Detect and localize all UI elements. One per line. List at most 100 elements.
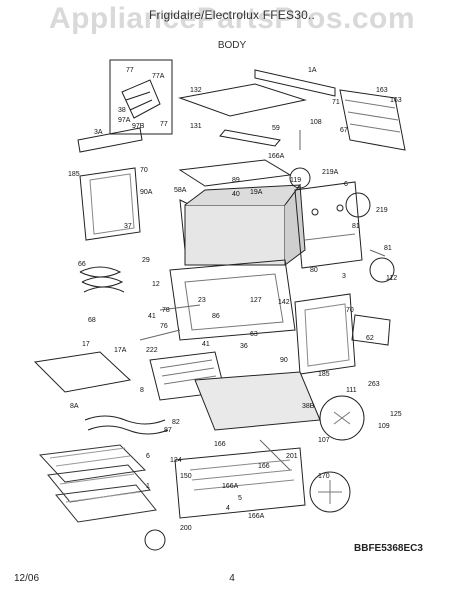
part-label: 63 — [250, 331, 258, 338]
detail-circle-219A — [345, 192, 371, 218]
part-label: 41 — [202, 341, 210, 348]
part-label: 81 — [384, 245, 392, 252]
part-label: 23 — [198, 297, 206, 304]
part-label: 166A — [248, 513, 265, 520]
part-label: 80 — [310, 267, 318, 274]
part-label: 78 — [162, 307, 170, 314]
part-label: 163 — [390, 97, 402, 104]
part-label: 124 — [170, 457, 182, 464]
part-label: 5 — [238, 495, 242, 502]
part-label: 19A — [250, 189, 263, 196]
part-label: 132 — [190, 87, 202, 94]
drawer-front — [174, 447, 306, 519]
top-trim — [178, 83, 307, 117]
part-label: 62 — [366, 335, 374, 342]
part-label: 219A — [322, 169, 339, 176]
part-label: 86 — [212, 313, 220, 320]
part-label: 70 — [346, 307, 354, 314]
part-label: 109 — [378, 423, 390, 430]
part-label: 1A — [308, 67, 317, 74]
part-label: 127 — [250, 297, 262, 304]
part-label: 119 — [290, 177, 301, 184]
part-label: 142 — [278, 299, 290, 306]
part-label: 58A — [174, 187, 187, 194]
part-label: 166 — [214, 441, 226, 448]
left-side-panel — [79, 167, 141, 241]
part-label: 66 — [78, 261, 86, 268]
oven-cavity-frame — [169, 259, 296, 341]
part-label: 200 — [180, 525, 192, 532]
back-panel — [339, 89, 406, 151]
diagram-code: BBFE5368EC3 — [354, 543, 423, 554]
part-label: 29 — [142, 257, 150, 264]
part-label: 17A — [114, 347, 127, 354]
part-label: 170 — [318, 473, 330, 480]
part-label: 185 — [68, 171, 80, 178]
part-label: 108 — [310, 119, 322, 126]
part-label: 263 — [368, 381, 380, 388]
footer-page-number: 4 — [229, 573, 235, 584]
part-label: 82 — [172, 419, 180, 426]
footer-date: 12/06 — [14, 573, 40, 584]
document-header: Frigidaire/Electrolux FFES30.. — [148, 8, 316, 22]
part-label: 166 — [258, 463, 270, 470]
part-label: 90 — [280, 357, 288, 364]
detail-circle-170 — [309, 471, 351, 513]
right-side-panel — [294, 181, 363, 269]
part-label: 87 — [164, 427, 172, 434]
part-label: 37 — [124, 223, 132, 230]
part-label: 71 — [332, 99, 340, 106]
part-label: 222 — [146, 347, 158, 354]
part-label: 163 — [376, 87, 388, 94]
bake-element — [84, 415, 169, 435]
part-label: 6 — [344, 181, 348, 188]
part-label: 77A — [152, 73, 165, 80]
part-label: 112 — [386, 275, 397, 282]
part-label: 70 — [140, 167, 148, 174]
oven-racks — [38, 444, 157, 523]
broil-element — [79, 266, 125, 293]
part-label: 3 — [342, 273, 346, 280]
part-label: 1 — [146, 483, 150, 490]
part-label: 38B — [302, 403, 315, 410]
part-label: 90A — [140, 189, 153, 196]
part-label: 6 — [146, 453, 150, 460]
part-label: 97A — [118, 117, 131, 124]
drawer-top — [194, 371, 321, 431]
part-label: 77 — [160, 121, 168, 128]
part-label: 185 — [318, 371, 330, 378]
part-label: 38 — [118, 107, 126, 114]
part-label: 166A — [222, 483, 239, 490]
part-label: 76 — [160, 323, 168, 330]
part-label: 12 — [152, 281, 160, 288]
part-label: 201 — [286, 453, 298, 460]
part-label: 97B — [132, 123, 145, 130]
fan-detail — [319, 395, 365, 441]
section-title: BODY — [217, 40, 247, 51]
oven-insulation — [184, 204, 286, 266]
part-label: 8A — [70, 403, 79, 410]
part-label: 111 — [346, 387, 357, 394]
top-rail — [254, 69, 336, 97]
part-label: 8 — [140, 387, 144, 394]
part-label: 89 — [232, 177, 240, 184]
part-label: 131 — [190, 123, 202, 130]
part-label: 219 — [376, 207, 388, 214]
part-label: 3A — [94, 129, 103, 136]
part-label: 77 — [126, 67, 134, 74]
part-label: 36 — [240, 343, 248, 350]
part-label: 4 — [226, 505, 230, 512]
part-label: 68 — [88, 317, 96, 324]
part-label: 59 — [272, 125, 280, 132]
part-label: 17 — [82, 341, 90, 348]
watermark: AppliancePartsPros.com — [48, 2, 416, 35]
part-label: 150 — [180, 473, 192, 480]
part-label: 67 — [340, 127, 348, 134]
broiler-pan — [33, 351, 132, 393]
part-label: 125 — [390, 411, 402, 418]
part-label: 40 — [232, 191, 240, 198]
part-label: 41 — [148, 313, 156, 320]
part-label: 81 — [352, 223, 360, 230]
part-label: 166A — [268, 153, 285, 160]
